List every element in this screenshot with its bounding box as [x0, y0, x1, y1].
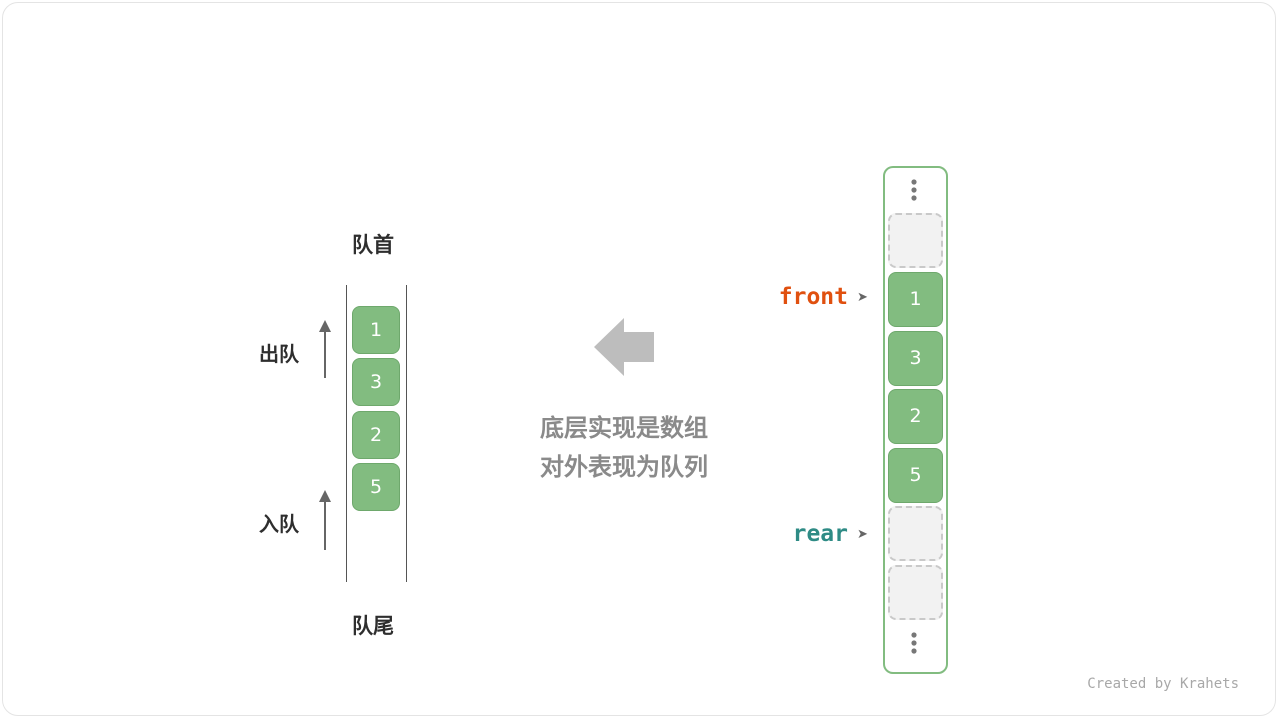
queue-item: 3 — [352, 358, 400, 406]
rear-pointer-label: rear — [792, 521, 848, 547]
pointer-arrow-icon: ➤ — [857, 527, 868, 542]
queue-item: 1 — [352, 306, 400, 354]
enqueue-arrow-icon — [319, 490, 331, 550]
array-cell-empty — [888, 213, 943, 268]
array-cell-empty — [888, 565, 943, 620]
queue-item: 5 — [352, 463, 400, 511]
array-cell: 3 — [888, 331, 943, 386]
pointer-arrow-icon: ➤ — [857, 290, 868, 305]
array-cell-empty — [888, 506, 943, 561]
enqueue-label: 入队 — [259, 512, 299, 536]
center-caption-line1: 底层实现是数组 — [540, 414, 708, 442]
center-caption-line2: 对外表现为队列 — [540, 453, 708, 481]
queue-tail-label: 队尾 — [352, 614, 394, 638]
array-cell: 1 — [888, 272, 943, 327]
dequeue-label: 出队 — [259, 342, 299, 366]
vertical-ellipsis-icon — [911, 179, 917, 201]
dequeue-arrow-icon — [319, 320, 331, 378]
front-pointer-label: front — [778, 284, 848, 310]
credit-text: Created by Krahets — [1087, 676, 1239, 692]
left-arrow-icon — [594, 318, 654, 376]
array-cell: 2 — [888, 389, 943, 444]
queue-right-wall — [406, 285, 407, 582]
queue-head-label: 队首 — [352, 233, 394, 257]
queue-left-wall — [346, 285, 347, 582]
queue-item: 2 — [352, 411, 400, 459]
vertical-ellipsis-icon — [911, 632, 917, 654]
array-cell: 5 — [888, 448, 943, 503]
